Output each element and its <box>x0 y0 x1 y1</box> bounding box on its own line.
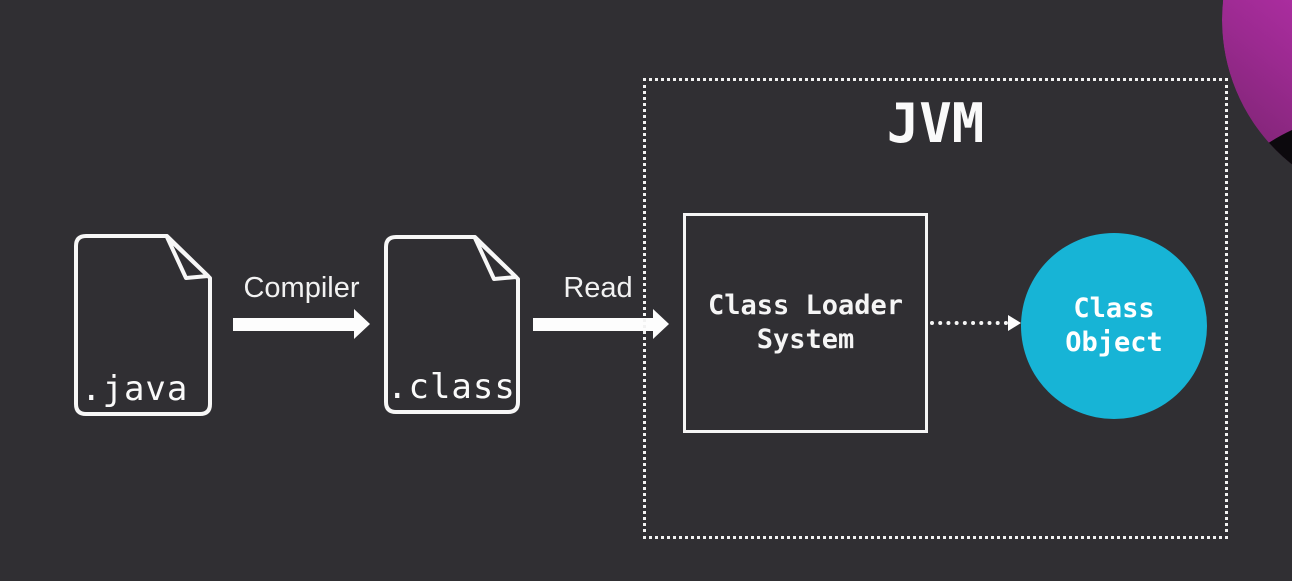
java-file-label: .java <box>81 369 189 409</box>
dotted-line <box>930 321 1008 325</box>
class-loader-line1: Class Loader <box>707 290 904 321</box>
jvm-container-box <box>643 78 1228 539</box>
jvm-title: JVM <box>886 92 985 155</box>
presenter-camera-overlay <box>1222 0 1292 200</box>
read-label: Read <box>563 272 633 304</box>
class-file-label: .class <box>387 367 516 407</box>
class-object-circle: Class Object <box>1021 233 1207 419</box>
class-loader-system-label: Class Loader System <box>708 289 903 357</box>
compiler-label: Compiler <box>243 272 360 304</box>
arrow-shaft <box>533 317 653 331</box>
class-object-label: Class Object <box>1065 292 1163 360</box>
overlay-purple-background <box>1222 0 1292 200</box>
class-object-line1: Class <box>1073 293 1155 324</box>
arrow-shaft <box>233 317 354 331</box>
arrow-head <box>653 309 669 339</box>
class-loader-system-box: Class Loader System <box>683 213 928 433</box>
java-file-icon: .java <box>73 234 213 417</box>
read-arrow <box>533 309 669 339</box>
arrow-head <box>1008 315 1021 331</box>
class-file-icon: .class <box>383 235 521 415</box>
class-object-line2: Object <box>1065 327 1163 358</box>
document-icon <box>384 235 520 414</box>
compiler-arrow <box>233 309 370 339</box>
class-loader-line2: System <box>756 324 855 355</box>
document-icon <box>74 234 212 416</box>
arrow-head <box>354 309 370 339</box>
loader-to-object-arrow <box>930 315 1021 331</box>
